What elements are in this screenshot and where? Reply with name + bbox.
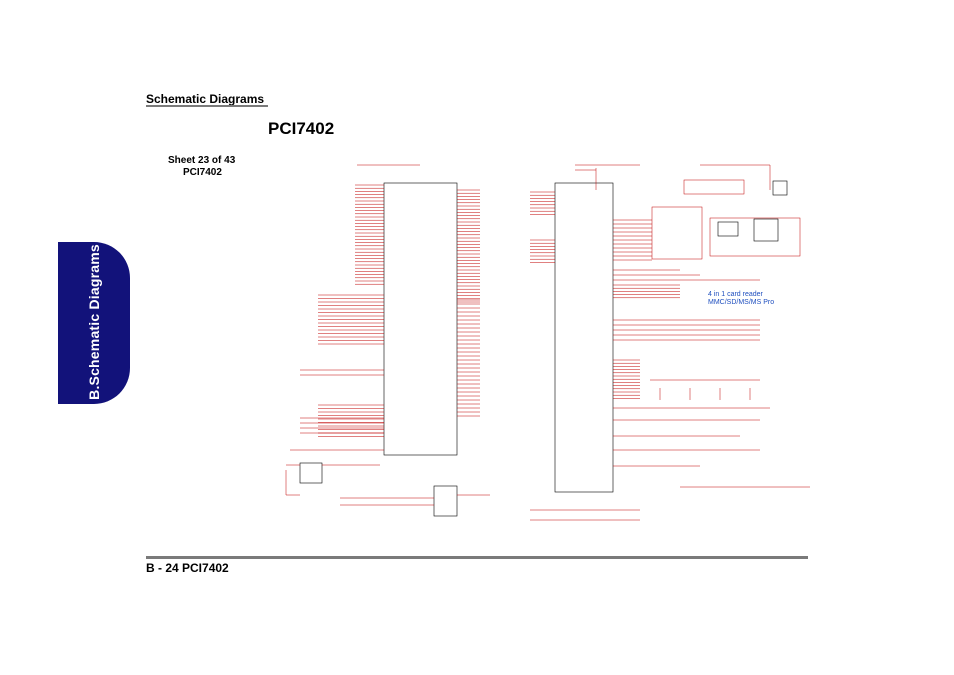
wires [318, 184, 680, 437]
extra-wires [285, 164, 810, 521]
sheet-name: PCI7402 [183, 167, 222, 178]
card-reader-note-line1: 4 in 1 card reader [708, 291, 763, 298]
card-reader-note: 4 in 1 card reader MMC/SD/MS/MS Pro [708, 291, 774, 307]
red-boxes [651, 179, 801, 260]
page-title: PCI7402 [268, 119, 335, 138]
chip-left [383, 182, 458, 456]
chip-small-bottom [299, 180, 788, 517]
footer-rule [146, 556, 808, 559]
side-tab [58, 242, 130, 404]
chip-right [554, 182, 614, 493]
footer-label: B - 24 PCI7402 [146, 561, 229, 575]
card-reader-note-line2: MMC/SD/MS/MS Pro [708, 299, 775, 306]
section-header: Schematic Diagrams [146, 92, 265, 106]
header-rule [146, 105, 268, 107]
sheet-number: Sheet 23 of 43 [168, 155, 236, 166]
